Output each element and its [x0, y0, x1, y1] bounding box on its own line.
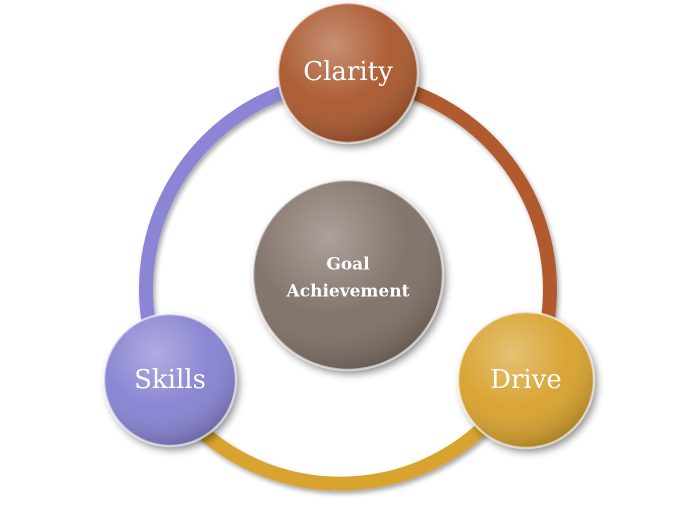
- node-skills-label: Skills: [134, 365, 206, 395]
- node-drive-label: Drive: [490, 365, 562, 395]
- node-skills: Skills: [102, 312, 238, 448]
- node-clarity-label: Clarity: [303, 57, 393, 87]
- node-drive: Drive: [456, 310, 596, 450]
- cycle-ring: [139, 81, 557, 491]
- center-label-line2: Achievement: [286, 282, 410, 302]
- node-clarity: Clarity: [276, 1, 420, 145]
- arc-drive-to-skills: [193, 403, 507, 491]
- arc-clarity-to-drive: [393, 81, 557, 325]
- center-label-line1: Goal: [326, 255, 370, 275]
- arc-skills-to-clarity: [139, 81, 303, 325]
- center-node: Goal Achievement: [251, 178, 445, 372]
